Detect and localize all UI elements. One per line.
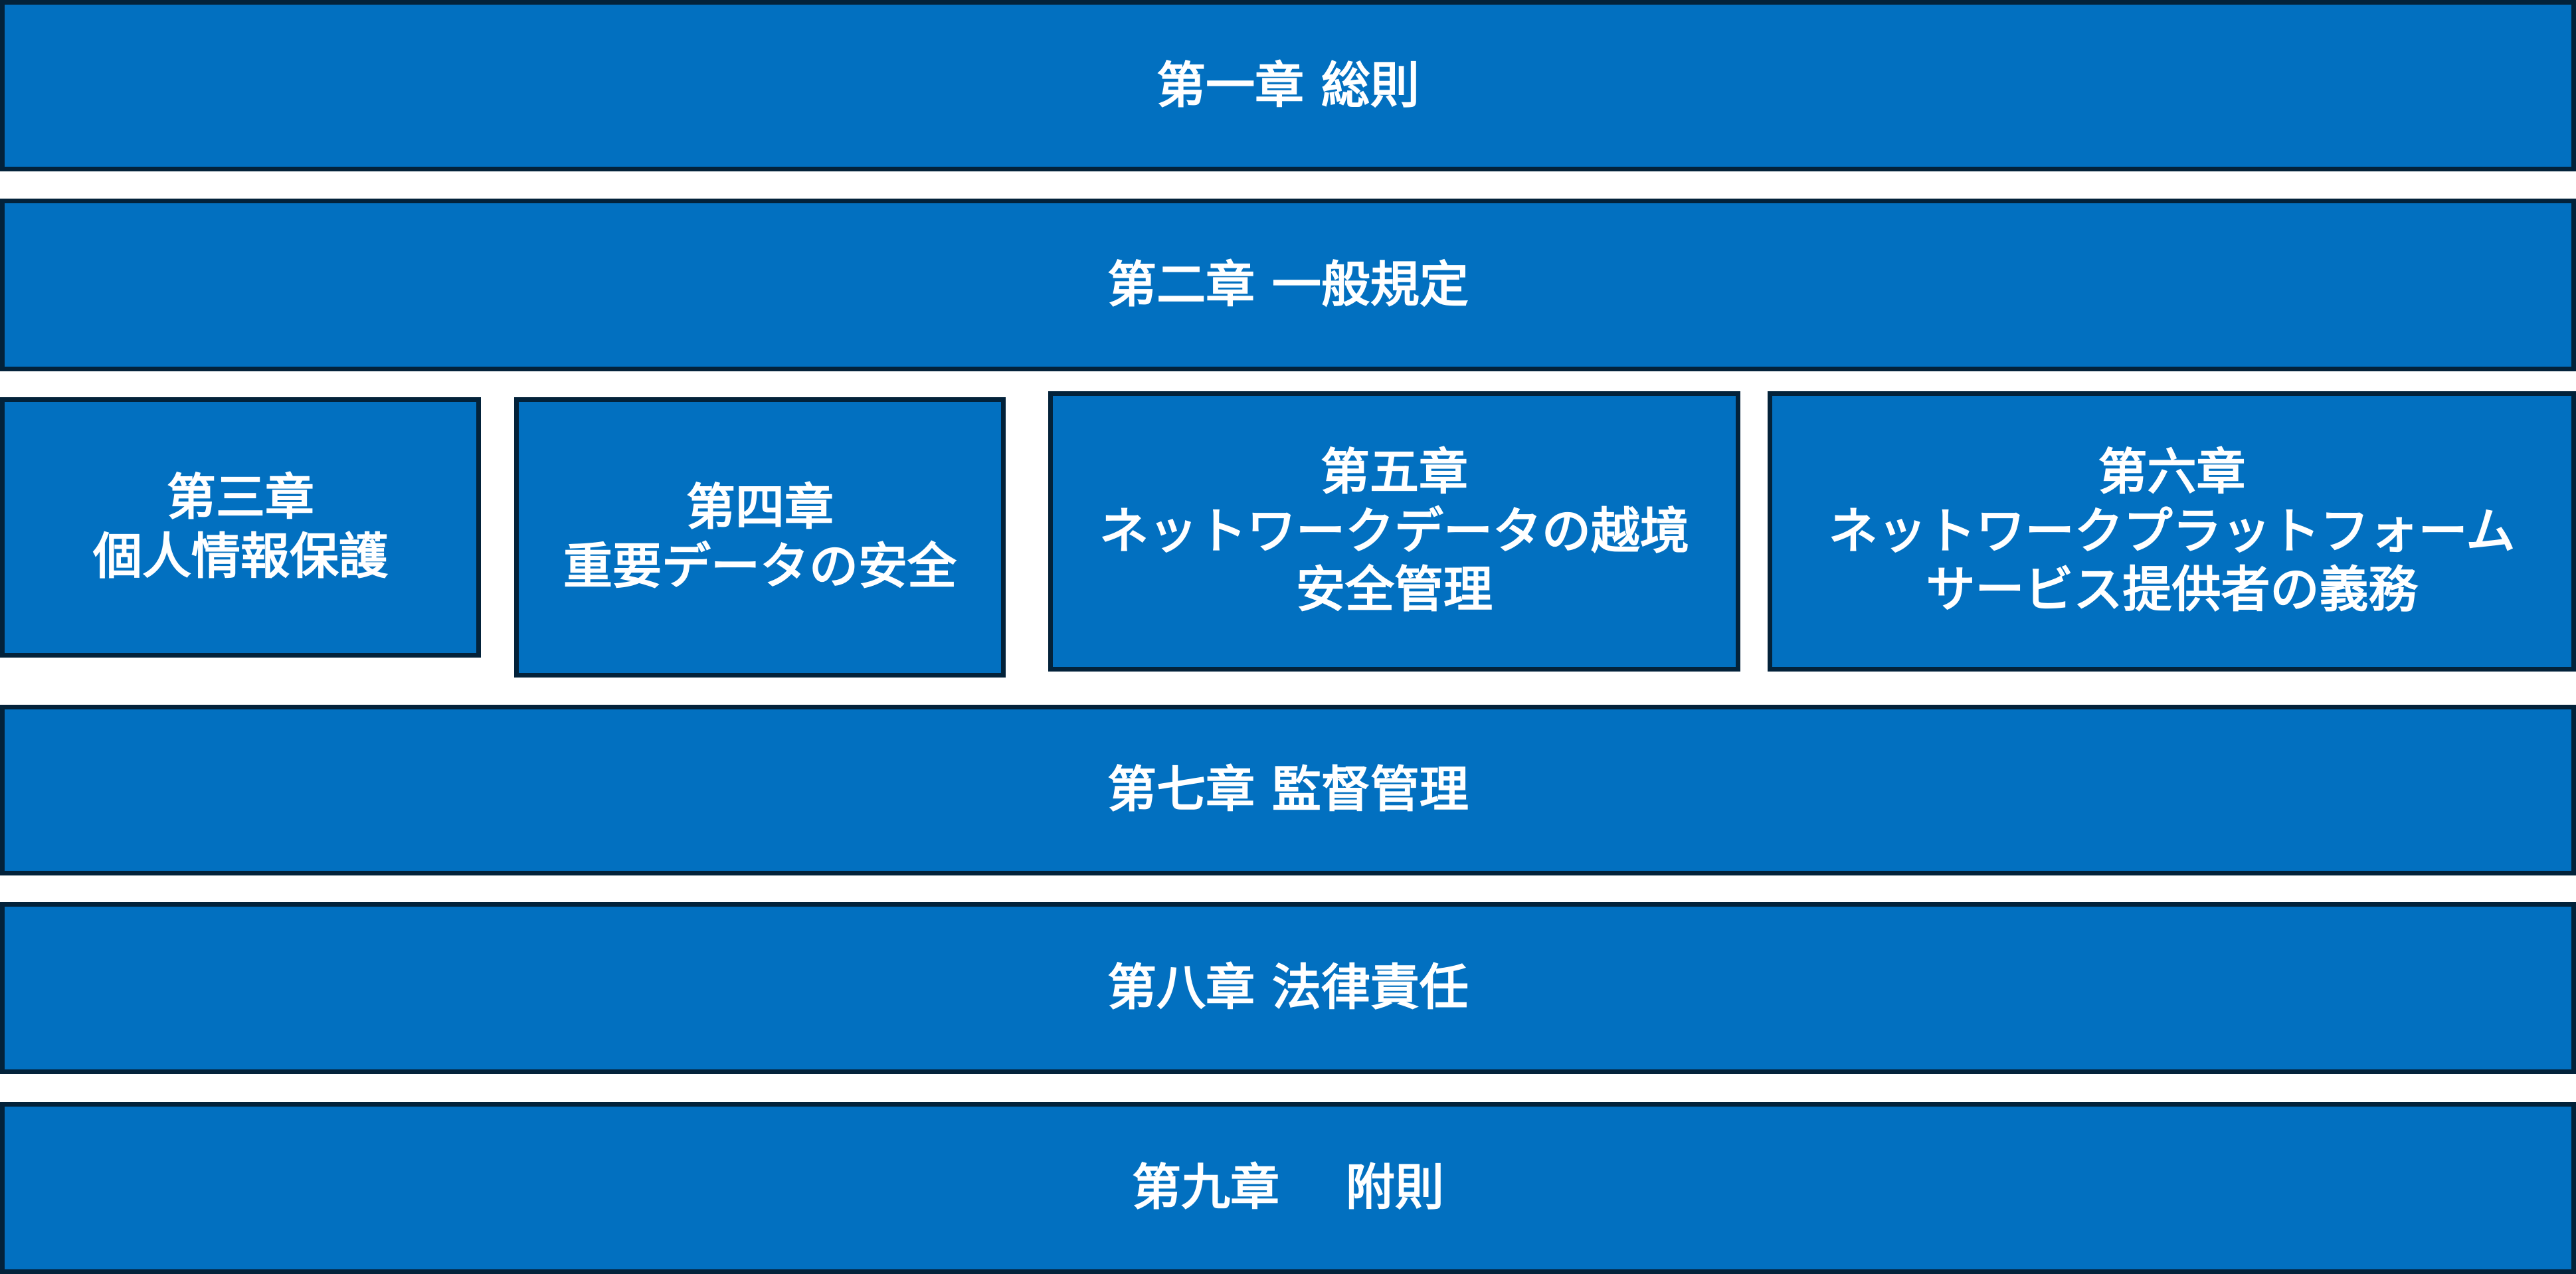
chapter-7-box: 第七章 監督管理 [0, 705, 2576, 875]
chapter-6-title-line2: サービス提供者の義務 [1926, 561, 2418, 619]
chapter-5-title-line2: 安全管理 [1296, 561, 1493, 619]
chapter-8-box: 第八章 法律責任 [0, 902, 2576, 1074]
chapter-2-box: 第二章 一般規定 [0, 199, 2576, 371]
chapter-9-box: 第九章 附則 [0, 1102, 2576, 1274]
chapter-4-title: 重要データの安全 [563, 538, 957, 595]
chapter-9-title: 第九章 附則 [1132, 1159, 1444, 1217]
chapter-6-number: 第六章 [2098, 443, 2246, 501]
chapter-1-box: 第一章 総則 [0, 0, 2576, 171]
chapter-4-box: 第四章 重要データの安全 [514, 397, 1006, 678]
chapter-3-title: 個人情報保護 [93, 528, 388, 585]
chapter-8-title: 第八章 法律責任 [1107, 959, 1469, 1017]
chapter-6-title-line1: ネットワークプラットフォーム [1828, 502, 2516, 560]
chapter-3-box: 第三章 個人情報保護 [0, 397, 481, 658]
chapter-7-title: 第七章 監督管理 [1107, 761, 1469, 819]
chapter-1-title: 第一章 総則 [1156, 56, 1420, 114]
chapter-5-box: 第五章 ネットワークデータの越境 安全管理 [1048, 391, 1740, 672]
chapter-3-number: 第三章 [167, 469, 314, 527]
chapter-4-number: 第四章 [686, 479, 834, 537]
chapter-5-title-line1: ネットワークデータの越境 [1099, 502, 1689, 560]
chapter-5-number: 第五章 [1321, 443, 1468, 501]
chapter-2-title: 第二章 一般規定 [1107, 256, 1469, 314]
chapter-6-box: 第六章 ネットワークプラットフォーム サービス提供者の義務 [1768, 391, 2576, 672]
